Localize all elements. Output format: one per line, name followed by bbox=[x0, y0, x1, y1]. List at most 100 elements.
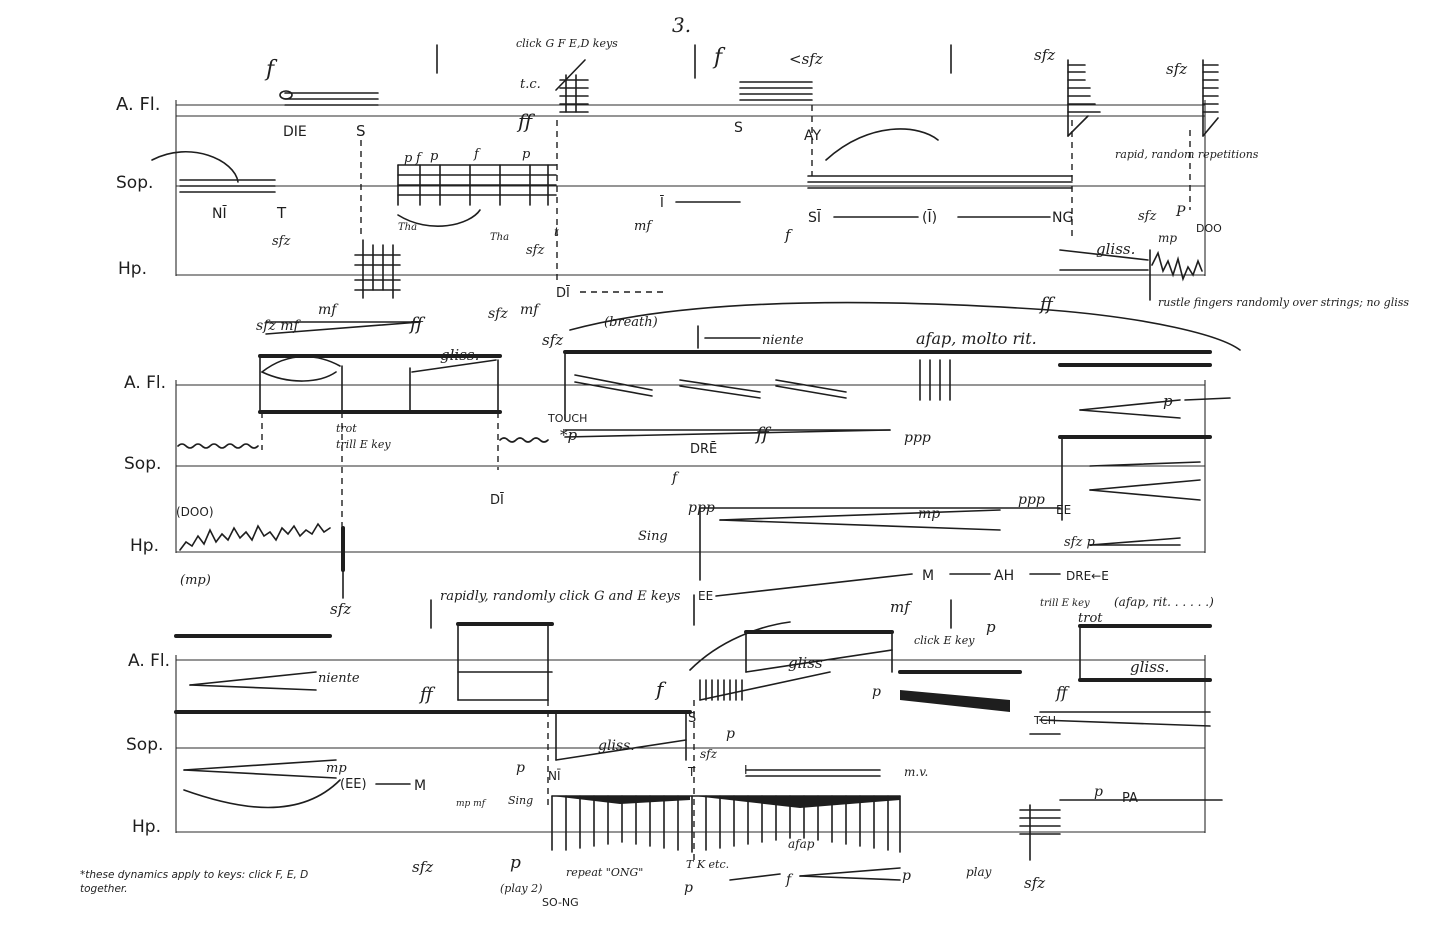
s3-s: S bbox=[688, 711, 696, 726]
s2-di: DĪ bbox=[556, 286, 570, 301]
s1-rustle: rustle fingers randomly over strings; no… bbox=[1158, 296, 1409, 309]
system-3: A. Fl. Sop. Hp. bbox=[126, 589, 1223, 909]
s3-p4: p bbox=[726, 726, 735, 742]
s1-lt-sfz: <sfz bbox=[789, 50, 823, 68]
s3-p: p bbox=[872, 684, 881, 700]
s1-tha1: Tha bbox=[398, 222, 417, 233]
s2-trot: trot bbox=[336, 422, 357, 435]
page-number: 3. bbox=[672, 13, 691, 37]
s2-ah: AH bbox=[994, 568, 1014, 584]
harp-fan bbox=[551, 795, 901, 853]
s3-niente: niente bbox=[318, 671, 360, 686]
s3-sing: Sing bbox=[508, 794, 533, 807]
s1-mf: mf bbox=[634, 219, 653, 234]
s2-touch: TOUCH bbox=[547, 412, 587, 425]
s1-tc: t.c. bbox=[520, 77, 541, 92]
s3-p3: p bbox=[516, 760, 525, 776]
s1-si: SĪ bbox=[808, 209, 822, 226]
s3-rapidly: rapidly, randomly click G and E keys bbox=[440, 589, 681, 604]
s2-mf2: mf bbox=[520, 302, 541, 318]
s3-sfz3: sfz bbox=[1024, 874, 1045, 892]
flute-ladder-2 bbox=[1202, 59, 1219, 137]
s3-p5: p bbox=[1094, 784, 1103, 800]
s2-sfz: sfz bbox=[488, 306, 508, 322]
s1-dyn-f1: f bbox=[415, 151, 423, 166]
label-soprano-3: Sop. bbox=[126, 735, 163, 755]
s1-t-small: t bbox=[554, 225, 559, 239]
footnote: *these dynamics apply to keys: click F, … bbox=[80, 869, 309, 895]
s3-p2: p bbox=[986, 618, 996, 636]
s1-paren-i: (Ī) bbox=[922, 209, 937, 226]
s2-dre-ee: DRE←E bbox=[1066, 569, 1109, 583]
s2-ppp: ppp bbox=[904, 430, 931, 446]
s3-f2: f bbox=[785, 872, 794, 888]
s2-ff2: ff bbox=[754, 424, 772, 445]
s2-p2: p bbox=[1163, 392, 1173, 410]
s2-f: f bbox=[671, 470, 680, 486]
s1-sop-t: T bbox=[276, 204, 287, 222]
s1-mp: mp bbox=[1158, 231, 1177, 245]
system-2: A. Fl. Sop. Hp. bbox=[124, 286, 1241, 618]
s3-trill: trill E key bbox=[1040, 598, 1090, 609]
s1-sop-sfz: sfz bbox=[272, 234, 290, 249]
s1-sfz-c: sfz bbox=[1138, 209, 1156, 224]
s3-gliss2: gliss. bbox=[1130, 658, 1169, 676]
s1-syl-s: S bbox=[356, 122, 366, 140]
label-alto-flute-1: A. Fl. bbox=[116, 94, 161, 115]
s3-gliss3: gliss. bbox=[598, 738, 635, 754]
s2-doo: (DOO) bbox=[176, 505, 214, 519]
s3-m: M bbox=[414, 778, 426, 794]
s3-pa: PA bbox=[1122, 791, 1138, 806]
s3-play: play bbox=[966, 865, 992, 879]
s1-dyn-p2: p bbox=[430, 149, 439, 164]
label-soprano-1: Sop. bbox=[116, 173, 153, 193]
s3-ee: (EE) bbox=[340, 777, 367, 792]
s3-p8: p bbox=[902, 868, 911, 884]
s1-f2: f bbox=[712, 45, 726, 70]
s1-ay: AY bbox=[804, 128, 821, 144]
s3-mp-mf: mp mf bbox=[456, 799, 487, 809]
s3-i: I bbox=[744, 763, 748, 777]
s2-sfz2: sfz bbox=[542, 331, 563, 349]
system-2-staff-lines bbox=[175, 380, 1206, 553]
s3-sfz: sfz bbox=[700, 747, 718, 761]
s2-gliss: gliss. bbox=[440, 346, 479, 364]
s1-dyn-p3: p bbox=[522, 147, 531, 162]
flute-hatch bbox=[699, 679, 743, 701]
s2-ppp2: ppp bbox=[688, 500, 715, 516]
s3-ff: ff bbox=[418, 684, 436, 705]
s2-mp2: mp bbox=[918, 506, 940, 522]
s1-sfz-b: sfz bbox=[1166, 60, 1187, 78]
s3-repeat-ong: repeat "ONG" bbox=[566, 866, 643, 879]
s3-sfz2: sfz bbox=[412, 858, 433, 876]
s1-sop-ni: NĪ bbox=[212, 205, 227, 222]
s2-sfz-mf: sfz mf bbox=[256, 318, 301, 334]
s3-mp: mp bbox=[326, 761, 347, 776]
s3-t: T bbox=[687, 765, 696, 779]
s1-tha2: Tha bbox=[490, 232, 509, 243]
s1-ff: ff bbox=[516, 109, 536, 133]
s3-ff2: ff bbox=[1055, 683, 1070, 702]
s2-mf: mf bbox=[318, 302, 339, 318]
s1-p4: P bbox=[1175, 204, 1186, 220]
s3-mv: m.v. bbox=[904, 765, 928, 779]
s2-dre: DRĒ bbox=[690, 442, 717, 457]
s2-ee: EE bbox=[1056, 503, 1071, 517]
label-harp-2: Hp. bbox=[130, 536, 159, 556]
system-3-staff-lines bbox=[175, 655, 1206, 833]
harp-chord-3 bbox=[1019, 804, 1061, 861]
s1-click-keys: click G F E,D keys bbox=[516, 37, 618, 50]
s3-t-etc: T K etc. bbox=[686, 858, 729, 871]
s1-i-bar: Ī bbox=[660, 196, 664, 211]
label-harp-3: Hp. bbox=[132, 817, 161, 837]
s3-gliss: gliss bbox=[788, 654, 823, 672]
s3-trot: trot bbox=[1078, 611, 1103, 626]
s1-dyn-f2: f bbox=[473, 147, 481, 162]
s1-dyn-p1: p bbox=[404, 151, 413, 166]
s3-so-ng: SO-NG bbox=[542, 896, 579, 909]
s2-sfz3: sfz bbox=[330, 600, 351, 618]
s1-sfz-a: sfz bbox=[1034, 46, 1055, 64]
soprano-fast-passage bbox=[397, 164, 557, 227]
s2-sfz-p: sfz p bbox=[1064, 535, 1095, 550]
